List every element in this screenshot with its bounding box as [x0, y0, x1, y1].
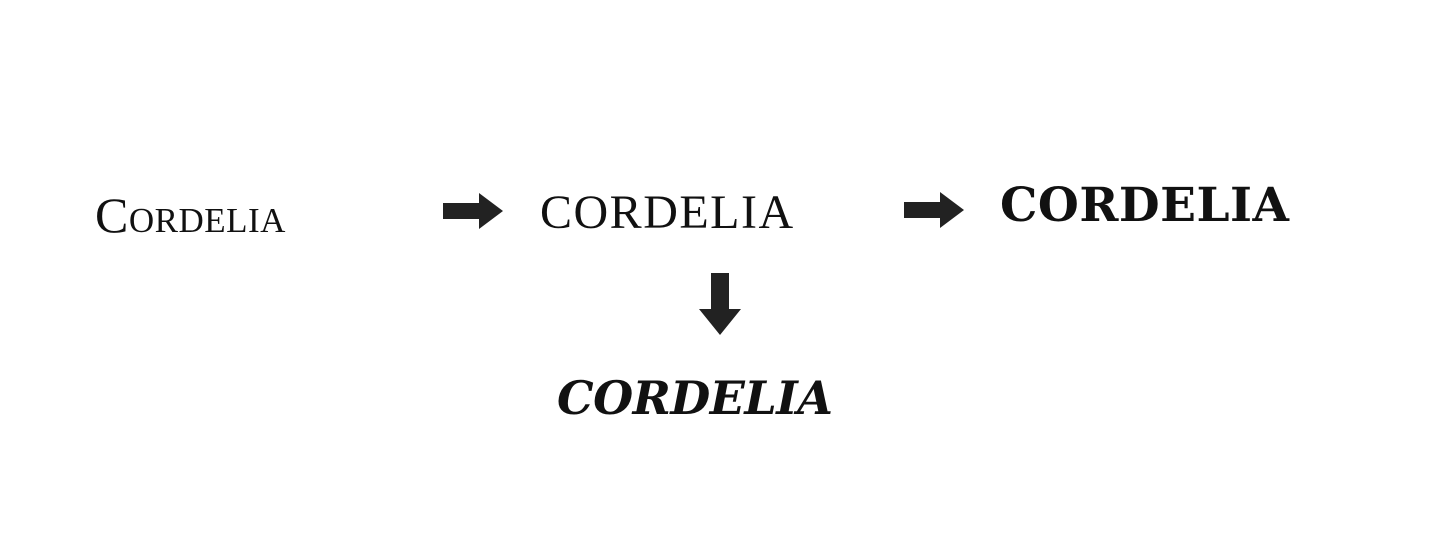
word-cordelia-3: CORDELIA [1000, 178, 1290, 233]
word-cordelia-4: CORDELIA [557, 371, 833, 425]
word-cordelia-1: Cordelia [95, 187, 286, 243]
word-cordelia-2: CORDELIA [540, 186, 795, 239]
arrow-down-icon [699, 273, 741, 335]
arrow-right-2-icon [904, 192, 964, 228]
arrow-right-1-icon [443, 193, 503, 229]
